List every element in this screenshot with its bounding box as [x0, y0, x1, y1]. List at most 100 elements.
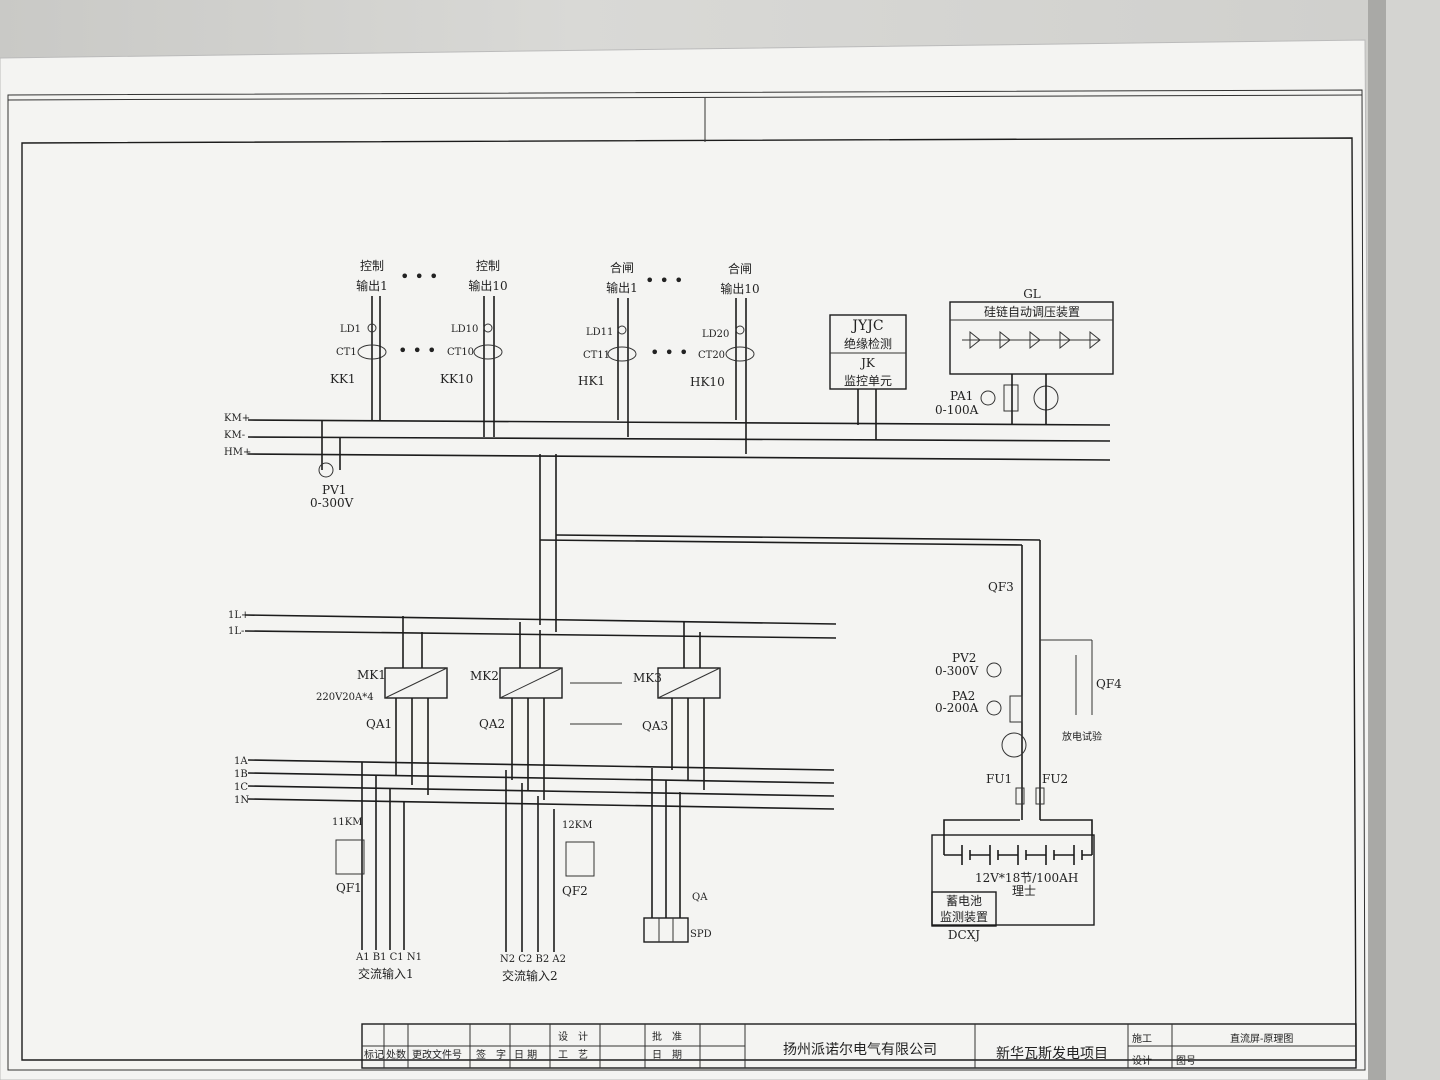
control-output-1: 控制 输出1 LD1 CT1 KK1 [330, 259, 388, 420]
in1-phases: A1 B1 C1 N1 [355, 952, 422, 963]
gl-name: 硅链自动调压装置 [984, 304, 1080, 319]
dcxj-name-1: 蓄电池 [946, 894, 982, 908]
dc-buses: KM+ KM- HM+ PV1 0-300V [224, 413, 1111, 510]
jk-code: JK [859, 356, 876, 370]
right-panel [1386, 0, 1440, 1080]
tb-h3: 更改文件号 [412, 1048, 462, 1061]
ctrl10-label-b: 输出10 [468, 278, 507, 293]
ellipsis-4: • • • [650, 343, 688, 362]
ld11-label: LD11 [586, 327, 613, 338]
ld20-label: LD20 [702, 329, 729, 340]
tb-construct: 施工 [1132, 1032, 1152, 1045]
insulation-monitor: JYJC 绝缘检测 JK 监控单元 [829, 314, 907, 440]
close1-label-a: 合闸 [610, 260, 634, 275]
tb-h2: 处数 [386, 1048, 406, 1061]
pa1-range: 0-100A [935, 403, 979, 417]
discharge-label: 放电试验 [1062, 730, 1102, 743]
ac-buses: 1A 1B 1C 1N [234, 756, 835, 810]
mk2-label: MK2 [470, 669, 499, 683]
km-minus-label: KM- [224, 430, 245, 441]
qf2-label: QF2 [562, 884, 588, 898]
metal-frame [1368, 0, 1386, 1080]
close10-label-b: 输出10 [720, 281, 759, 296]
ct10-label: CT10 [447, 347, 474, 358]
km12-label: 12KM [562, 820, 592, 831]
mk1-label: MK1 [357, 668, 386, 682]
mk1-rating: 220V20A*4 [316, 692, 374, 703]
hm-plus-label: HM+ [224, 447, 251, 458]
tb-h4: 签 字 [476, 1048, 506, 1061]
bus-b-label: 1B [234, 769, 248, 780]
tb-design2: 设计 [1132, 1054, 1152, 1067]
pa1-label: PA1 [950, 389, 973, 403]
pv1-range: 0-300V [310, 496, 354, 510]
jk-name: 监控单元 [844, 374, 892, 388]
mk3-label: MK3 [633, 671, 662, 685]
ctrl1-label-b: 输出1 [356, 278, 388, 293]
tb-drawing-no: 图号 [1176, 1055, 1196, 1067]
jyjc-name: 绝缘检测 [844, 336, 892, 351]
ctrl1-label-a: 控制 [360, 259, 384, 273]
silicon-chain-regulator: GL 硅链自动调压装置 PA1 0-100A [935, 287, 1114, 425]
fu1-label: FU1 [986, 772, 1012, 786]
battery-branch: QF3 QF4 放电试验 PV2 0-300V PA2 0-200A FU1 F… [931, 540, 1122, 942]
tb-h5: 日 期 [514, 1049, 537, 1061]
top-strip [7, 94, 1363, 101]
hk1-label: HK1 [578, 374, 605, 388]
gl-code: GL [1023, 287, 1041, 301]
battery-spec: 12V*18节/100AH [975, 871, 1078, 885]
pv2-label: PV2 [952, 651, 976, 665]
kk10-label: KK10 [440, 372, 473, 386]
tb-company: 扬州派诺尔电气有限公司 [783, 1042, 937, 1058]
qf1-label: QF1 [336, 881, 362, 895]
in2-label: 交流输入2 [502, 968, 558, 983]
ellipsis-1: • • • [400, 267, 438, 286]
ct1-label: CT1 [336, 347, 357, 358]
km-plus-label: KM+ [224, 413, 250, 424]
ct11-label: CT11 [583, 350, 610, 361]
bus-a-label: 1A [234, 756, 248, 767]
km11-label: 11KM [332, 817, 362, 828]
ct20-label: CT20 [698, 350, 725, 361]
closing-output-1: 合闸 输出1 LD11 CT11 HK1 [578, 260, 638, 437]
ctrl10-label-a: 控制 [476, 259, 500, 273]
ld10-label: LD10 [451, 324, 478, 335]
ellipsis-2: • • • [398, 341, 436, 360]
qa3-label: QA3 [642, 719, 668, 733]
tb-approve: 批 准 [652, 1030, 682, 1043]
qf4-label: QF4 [1096, 677, 1122, 691]
outer-border [7, 89, 1366, 1071]
spd-label: SPD [690, 929, 712, 940]
jyjc-code: JYJC [850, 318, 883, 334]
control-output-10: 控制 输出10 LD10 CT10 KK10 [440, 259, 508, 437]
pv2-range: 0-300V [935, 664, 979, 678]
qa-label: QA [692, 892, 708, 903]
hk10-label: HK10 [690, 375, 725, 389]
surge-protector: QA SPD [643, 768, 712, 943]
module-mk1: MK1 220V20A*4 QA1 [316, 616, 448, 795]
ac-input-2: 12KM QF2 N2 C2 B2 A2 交流输入2 [500, 770, 595, 983]
fu2-label: FU2 [1042, 772, 1068, 786]
tb-project: 新华瓦斯发电项目 [996, 1046, 1108, 1062]
module-mk3: MK3 QA3 [633, 622, 721, 790]
ac-input-1: 11KM QF1 A1 B1 C1 N1 交流输入1 [332, 762, 422, 981]
module-mk2: MK2 QA2 [470, 622, 563, 800]
title-block: 标记 处数 更改文件号 签 字 日 期 设 计 工 艺 批 准 日 期 扬州派诺… [361, 1023, 1357, 1069]
dcxj-code: DCXJ [948, 928, 980, 942]
paper [0, 39, 1373, 1080]
ld1-label: LD1 [340, 324, 361, 335]
close10-label-a: 合闸 [728, 261, 752, 276]
dcxj-name-2: 监测装置 [940, 910, 988, 924]
tb-drawing-name: 直流屏-原理图 [1230, 1032, 1293, 1045]
tb-design: 设 计 [558, 1030, 588, 1043]
pv1-label: PV1 [322, 483, 346, 497]
closing-output-10: 合闸 输出10 LD20 CT20 HK10 [690, 261, 760, 454]
pa2-range: 0-200A [935, 701, 979, 715]
close1-label-b: 输出1 [606, 280, 638, 295]
kk1-label: KK1 [330, 372, 356, 386]
qa2-label: QA2 [479, 717, 505, 731]
tb-h1: 标记 [364, 1049, 384, 1061]
tb-craft: 工 艺 [558, 1049, 588, 1061]
qa1-label: QA1 [366, 717, 392, 731]
